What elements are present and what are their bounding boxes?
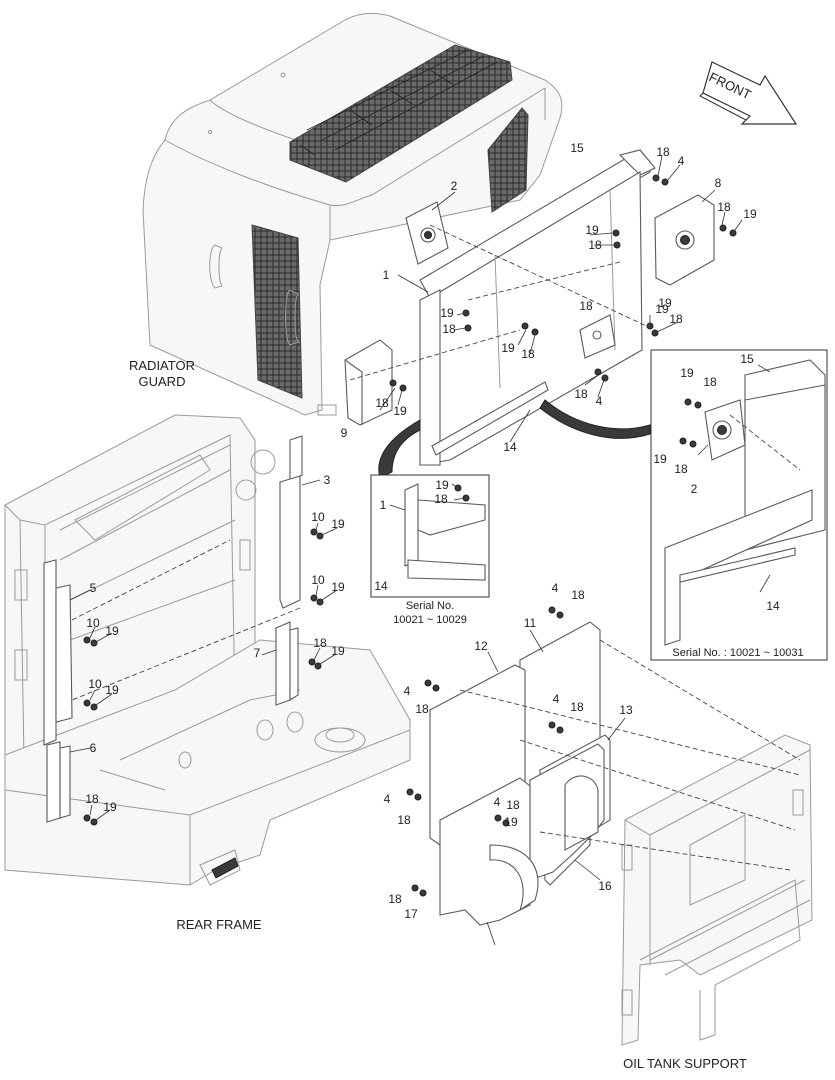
callout-number: 18 [521, 347, 535, 361]
callout-number: 2 [451, 179, 458, 193]
callout-number: 19 [331, 580, 345, 594]
callout-number: 19 [585, 223, 599, 237]
callout-number: 14 [766, 599, 780, 613]
callout-number: 19 [504, 815, 518, 829]
callout-number: 4 [553, 692, 560, 706]
bracket-assembly [344, 149, 743, 466]
inset-right-serial: Serial No. : 10021 ~ 10031 [672, 647, 803, 659]
callout-number: 4 [678, 154, 685, 168]
callout-number: 18 [717, 200, 731, 214]
side-vent-grille [251, 224, 303, 399]
callout-number: 1 [380, 498, 387, 512]
callout-number: 18 [397, 813, 411, 827]
callout-number: 10 [311, 573, 325, 587]
callout-number: 19 [653, 452, 667, 466]
front-direction-arrow: FRONT [699, 61, 798, 125]
callout-number: 18 [85, 792, 99, 806]
oil-tank-support [621, 734, 813, 1046]
part-7-vertical-guide [275, 621, 291, 706]
callout-number: 15 [570, 141, 584, 155]
radiator-guard-hood [142, 12, 563, 416]
callout-number: 9 [341, 426, 348, 440]
callout-number: 18 [703, 375, 717, 389]
callout-number: 10 [86, 616, 100, 630]
callout-number: 19 [501, 341, 515, 355]
callout-number: 19 [435, 478, 449, 492]
callout-number: 15 [740, 352, 754, 366]
oil-tank-support-label: OIL TANK SUPPORT [623, 1056, 747, 1071]
callout-number: 18 [656, 145, 670, 159]
callout-number: 4 [596, 394, 603, 408]
callout-number: 11 [524, 616, 537, 630]
lower-panel-assembly [406, 606, 801, 946]
callout-number: 14 [374, 579, 388, 593]
callout-number: 6 [90, 741, 97, 755]
callout-number: 19 [658, 296, 672, 310]
callout-number: 18 [571, 588, 585, 602]
callout-number: 18 [388, 892, 402, 906]
callout-number: 19 [105, 624, 119, 638]
callout-number: 4 [494, 795, 501, 809]
callout-number: 19 [743, 207, 757, 221]
rear-vent-grille [487, 107, 529, 213]
callout-number: 10 [88, 677, 102, 691]
callout-number: 18 [669, 312, 683, 326]
top-vent-grille [289, 44, 513, 183]
callout-number: 5 [90, 581, 97, 595]
inset-left-serial-line2: 10021 ~ 10029 [393, 614, 467, 626]
inset-right [650, 349, 828, 661]
callout-number: 18 [674, 462, 688, 476]
callout-number: 8 [715, 176, 722, 190]
callout-number: 4 [404, 684, 411, 698]
callout-number: 19 [440, 306, 454, 320]
callout-number: 1 [383, 268, 390, 282]
rear-frame-label: REAR FRAME [176, 917, 262, 932]
part-5-vertical-guide [43, 559, 57, 746]
callout-number: 18 [434, 492, 448, 506]
callout-number: 13 [619, 703, 633, 717]
callout-number: 3 [324, 473, 331, 487]
callout-number: 19 [393, 404, 407, 418]
callout-number: 18 [313, 636, 327, 650]
callout-number: 18 [415, 702, 429, 716]
inset-left-serial-line1: Serial No. [406, 600, 454, 612]
callout-number: 14 [503, 440, 517, 454]
part-6-lower-guide [46, 741, 61, 823]
callout-number: 18 [442, 322, 456, 336]
callout-number: 4 [552, 581, 559, 595]
callout-number: 7 [254, 646, 261, 660]
inset-left [370, 474, 490, 598]
callout-number: 10 [311, 510, 325, 524]
callout-number: 4 [384, 792, 391, 806]
callout-number: 12 [474, 639, 488, 653]
callout-number: 18 [588, 238, 602, 252]
callout-number: 19 [331, 644, 345, 658]
callout-number: 18 [579, 299, 593, 313]
callout-number: 16 [598, 879, 612, 893]
callout-number: 19 [655, 302, 669, 316]
part-16-panel [439, 777, 531, 926]
callout-number: 18 [506, 798, 520, 812]
rear-frame [4, 639, 411, 886]
callout-number: 2 [691, 482, 698, 496]
callout-number: 17 [404, 907, 418, 921]
callout-number: 18 [574, 387, 588, 401]
callout-number: 19 [680, 366, 694, 380]
callout-number: 19 [103, 800, 117, 814]
callout-number: 19 [105, 683, 119, 697]
callout-number: 19 [331, 517, 345, 531]
radiator-side-parts [43, 435, 338, 826]
part-14-long-strip [431, 381, 549, 456]
callout-number: 18 [570, 700, 584, 714]
callout-number: 18 [375, 396, 389, 410]
